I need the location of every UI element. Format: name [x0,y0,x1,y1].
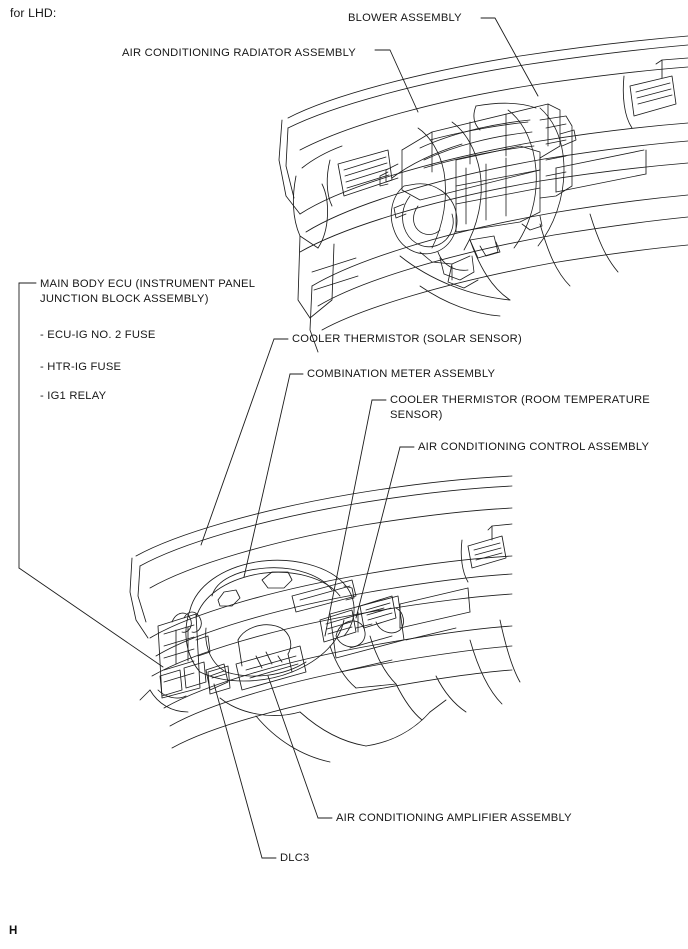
leader-lines [18,17,539,859]
callout-combination-meter-assembly: COMBINATION METER ASSEMBLY [307,368,496,380]
callout-ig1-relay: - IG1 RELAY [40,390,107,402]
callout-ecu-ig-no2-fuse: - ECU-IG NO. 2 FUSE [40,329,156,341]
callout-cooler-thermistor-solar-sensor: COOLER THERMISTOR (SOLAR SENSOR) [292,333,522,345]
callout-cooler-thermistor-room-temperature-sensor: COOLER THERMISTOR (ROOM TEMPERATURE SENS… [390,394,650,421]
callout-ac-amplifier-assembly: AIR CONDITIONING AMPLIFIER ASSEMBLY [336,812,572,824]
lower-illustration-art [129,475,521,763]
lhd-note: for LHD: [10,6,57,20]
callout-ac-control-assembly: AIR CONDITIONING CONTROL ASSEMBLY [418,441,650,453]
page-footer-mark: H [9,925,18,937]
upper-illustration-art [278,35,688,353]
callout-htr-ig-fuse: - HTR-IG FUSE [40,361,122,373]
callout-blower-assembly: BLOWER ASSEMBLY [348,12,462,24]
callout-ac-radiator-assembly: AIR CONDITIONING RADIATOR ASSEMBLY [122,47,356,59]
callout-main-body-ecu: MAIN BODY ECU (INSTRUMENT PANEL JUNCTION… [40,278,256,305]
callout-dlc3: DLC3 [280,852,310,864]
